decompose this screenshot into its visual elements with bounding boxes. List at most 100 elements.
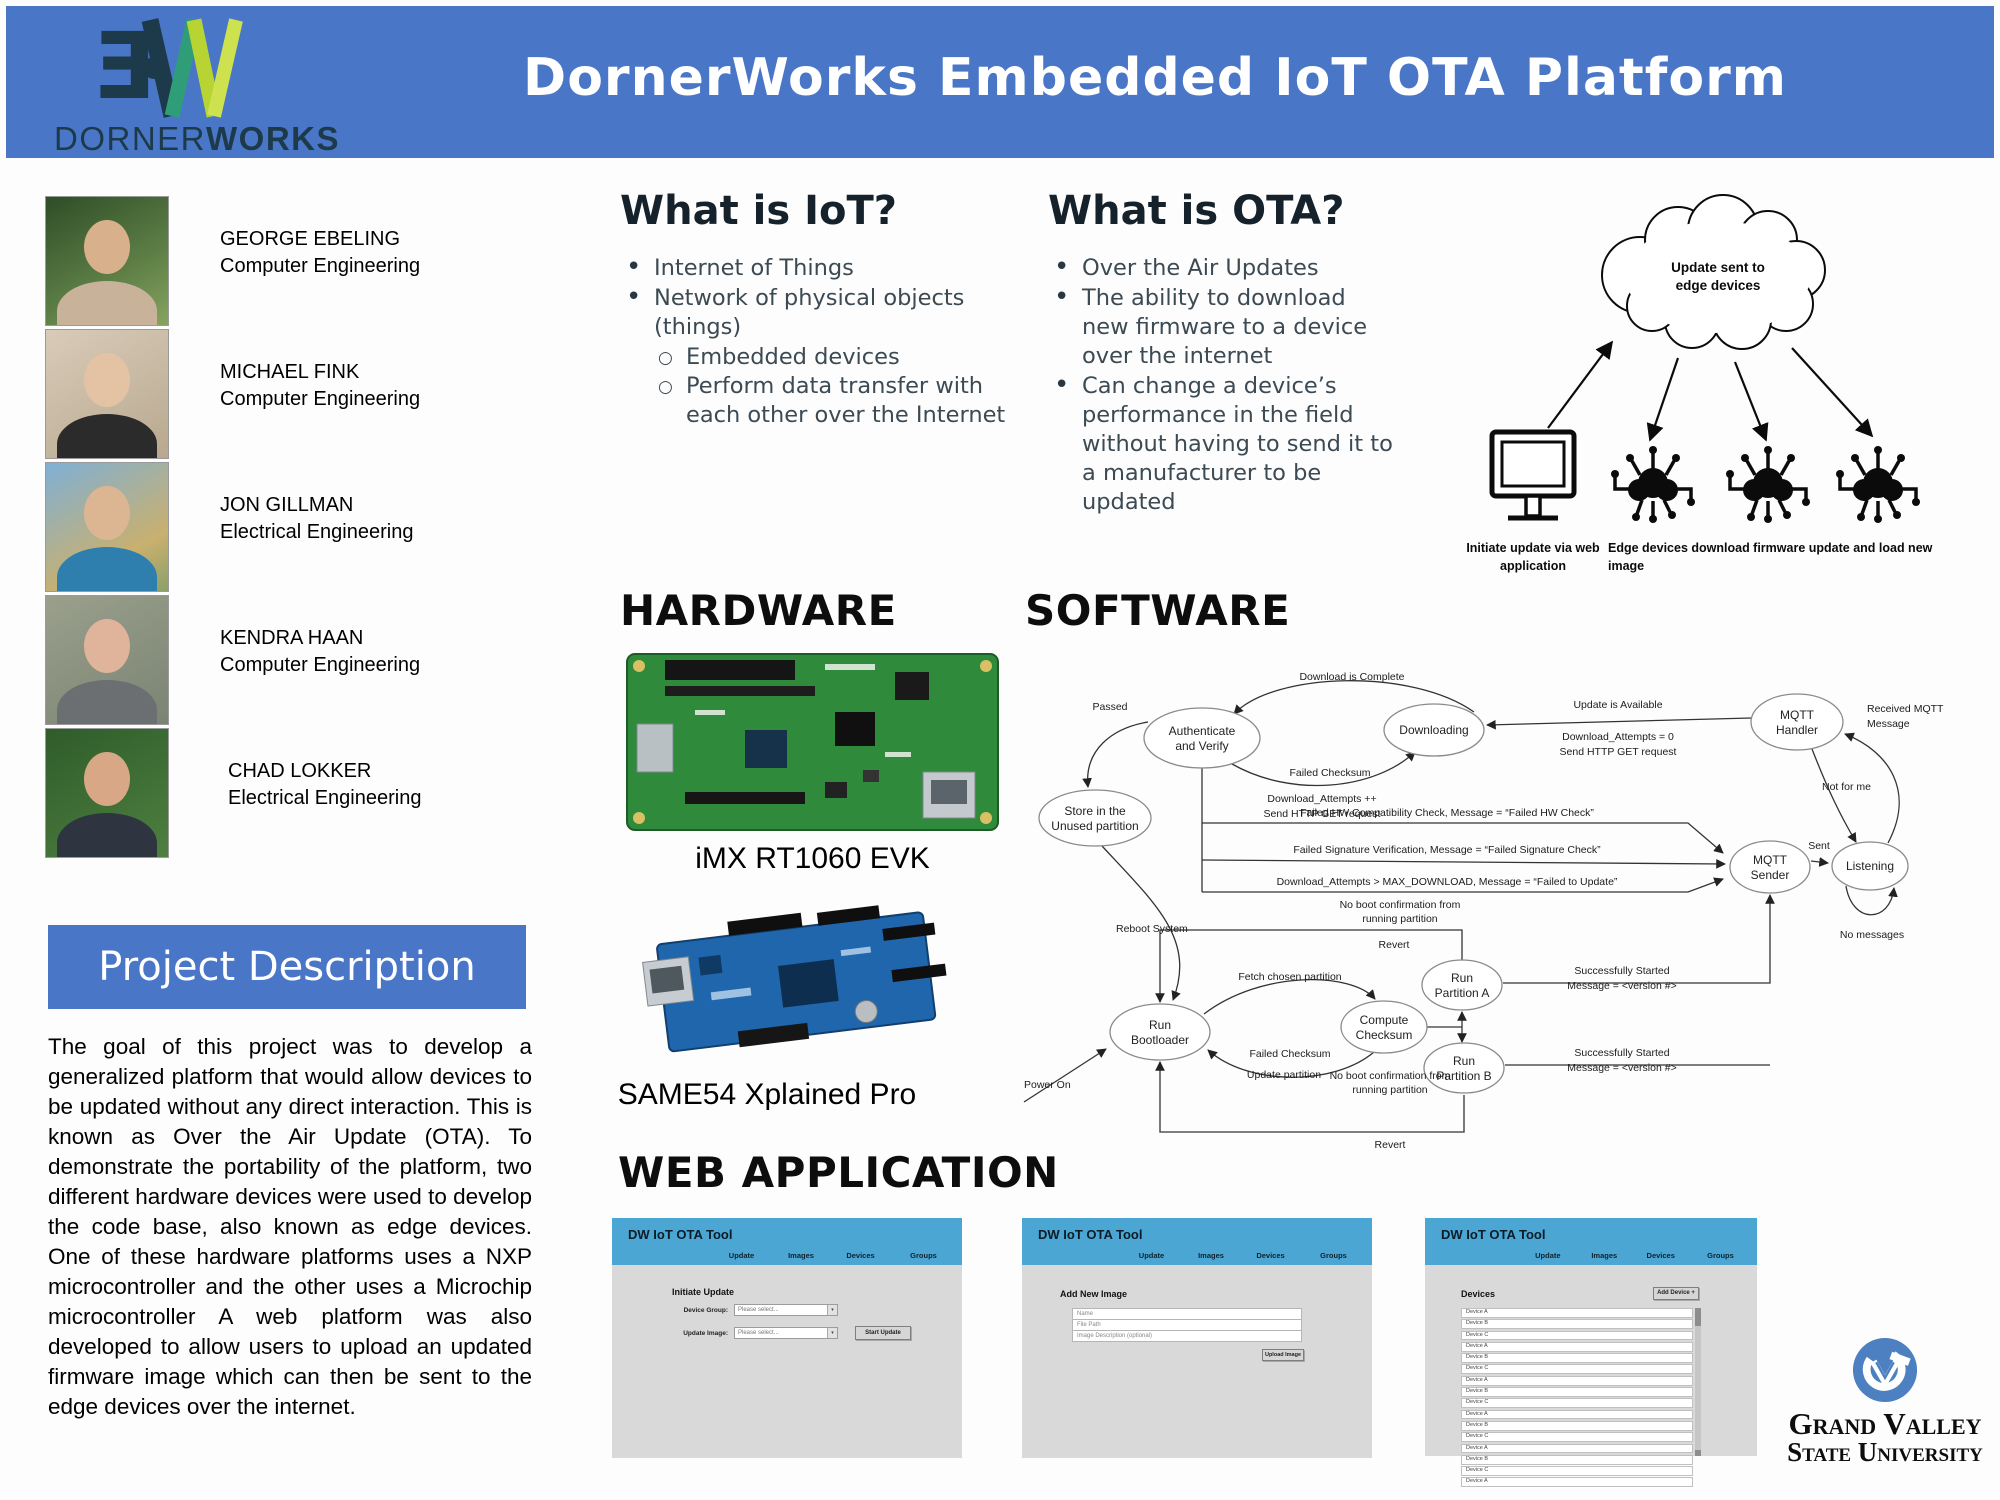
state-label: Checksum — [1356, 1028, 1413, 1042]
edge-failed-signature — [1201, 859, 1726, 869]
device-row: Device B — [1461, 1353, 1693, 1363]
transition-label: No boot confirmation from — [1340, 899, 1461, 911]
transition-label: Sent — [1808, 840, 1830, 852]
webapp-nav: Update Images Devices Groups — [1022, 1251, 1372, 1262]
device-row: Device C — [1461, 1466, 1693, 1476]
transition-label: Failed HW Compatibility Check, Message =… — [1300, 807, 1594, 819]
project-description-body: The goal of this project was to develop … — [48, 1034, 532, 1419]
logo-text-regular: DORNER — [54, 120, 207, 157]
image-description-field: Image Description (optional) — [1072, 1330, 1302, 1342]
dornerworks-logo: Ǝ DORNERWORKS — [54, 8, 354, 158]
team-member-name: CHAD LOKKER — [228, 760, 372, 782]
same54-board-label: SAME54 Xplained Pro — [617, 1078, 917, 1111]
chevron-down-icon: ▾ — [827, 1328, 837, 1338]
select-placeholder: Please select... — [738, 1307, 779, 1313]
team-list: GEORGE EBELING Computer Engineering MICH… — [45, 196, 565, 861]
cloud-icon: Update sent to edge devices — [1601, 194, 1826, 350]
monitor-icon — [1489, 429, 1577, 521]
web-application-title: WEB APPLICATION — [618, 1148, 1059, 1197]
ota-bullet-list: Over the Air Updates The ability to down… — [1048, 253, 1394, 517]
arrow-cloud-to-device1 — [1646, 357, 1680, 442]
dornerworks-logo-text: DORNERWORKS — [54, 120, 340, 158]
transition-label: Successfully Started — [1574, 965, 1669, 977]
transition-label: running partition — [1352, 1084, 1427, 1096]
state-label: Run — [1149, 1018, 1171, 1032]
sub-bullet-item: Perform data transfer with each other ov… — [620, 372, 1044, 430]
gvsu-logo-text: Grand Valley State University — [1778, 1406, 1992, 1466]
transition-label: Power On — [1024, 1079, 1071, 1091]
team-member-major: Computer Engineering — [220, 255, 421, 277]
header-banner: Ǝ DORNERWORKS DornerWorks Embedded IoT O… — [6, 6, 1994, 158]
same54-board-illustration — [642, 905, 947, 1053]
transition-label: Update is Available — [1573, 699, 1662, 711]
nav-groups: Groups — [910, 1251, 937, 1260]
webapp-title: DW IoT OTA Tool — [628, 1227, 733, 1242]
state-label: Partition B — [1436, 1069, 1491, 1083]
update-image-select: Please select... ▾ — [734, 1327, 838, 1339]
transition-label: Failed Signature Verification, Message =… — [1293, 844, 1601, 856]
transition-label: Failed Checksum — [1249, 1048, 1330, 1060]
device-row: Device B — [1461, 1387, 1693, 1397]
device-row: Device A — [1461, 1477, 1693, 1488]
state-label: Bootloader — [1131, 1033, 1189, 1047]
device-row: Device C — [1461, 1330, 1693, 1341]
team-member-name: KENDRA HAAN — [220, 627, 364, 649]
webapp-screenshot-devices: DW IoT OTA Tool Update Images Devices Gr… — [1425, 1218, 1757, 1488]
scrollbar — [1695, 1308, 1701, 1456]
device-row: Device C — [1461, 1432, 1693, 1443]
device-row: Device B — [1461, 1319, 1693, 1330]
state-label: Partition A — [1435, 986, 1490, 1000]
add-new-image-heading: Add New Image — [1060, 1289, 1128, 1299]
gvsu-line1: Grand Valley — [1788, 1406, 1982, 1441]
state-compute-checksum — [1340, 1000, 1428, 1054]
logo-text-bold: WORKS — [206, 120, 341, 157]
poster-title: DornerWorks Embedded IoT OTA Platform — [523, 48, 1787, 108]
nav-update: Update — [1535, 1251, 1561, 1260]
state-listening — [1831, 841, 1909, 891]
section-what-is-iot: What is IoT? Internet of Things Network … — [620, 188, 1044, 430]
nav-images: Images — [1591, 1251, 1618, 1260]
bullet-item: Network of physical objects (things) — [620, 283, 1044, 342]
state-label: Compute — [1360, 1013, 1409, 1027]
nav-groups: Groups — [1707, 1251, 1734, 1260]
transition-label: Download_Attempts = 0 — [1562, 731, 1674, 743]
nav-update: Update — [1138, 1251, 1165, 1260]
team-member: JON GILLMAN Electrical Engineering — [45, 462, 565, 592]
gvsu-logo-icon — [1852, 1337, 1918, 1403]
team-member-major: Computer Engineering — [220, 388, 421, 410]
transition-label: Successfully Started — [1574, 1047, 1669, 1059]
nav-images: Images — [788, 1251, 814, 1260]
team-member: KENDRA HAAN Computer Engineering — [45, 595, 565, 725]
transition-label: Passed — [1092, 701, 1127, 713]
imx-board-label: iMX RT1060 EVK — [695, 842, 930, 875]
bullet-item: Can change a device’s performance in the… — [1048, 371, 1394, 517]
edge-revert-bottom — [1155, 1061, 1465, 1133]
edge-fetch-partition — [1203, 979, 1376, 1015]
edge-failed-hw — [1202, 822, 1724, 854]
edge-success-a — [1503, 894, 1775, 984]
scrollbar-end — [1695, 1450, 1701, 1456]
webapp-header: DW IoT OTA Tool Update Images Devices Gr… — [612, 1218, 962, 1265]
team-photo — [45, 728, 169, 858]
devices-heading: Devices — [1461, 1289, 1496, 1299]
edge-no-messages — [1845, 885, 1898, 916]
edge-failed-checksum-top — [1231, 751, 1416, 787]
webapp-title: DW IoT OTA Tool — [1441, 1227, 1546, 1242]
webapp-screenshot-images: DW IoT OTA Tool Update Images Devices Gr… — [1022, 1218, 1372, 1458]
transition-label: Revert — [1379, 939, 1410, 951]
team-member-info: JON GILLMAN Electrical Engineering — [220, 492, 413, 546]
team-member-name: JON GILLMAN — [220, 494, 354, 516]
sub-bullet-item: Embedded devices — [620, 343, 1044, 373]
cloud-label-line2: edge devices — [1676, 278, 1761, 293]
transition-label: Send HTTP GET request — [1560, 746, 1677, 758]
transition-label: Message — [1867, 718, 1910, 730]
transition-label: Failed Checksum — [1289, 767, 1370, 779]
state-nodes — [1038, 693, 1909, 1094]
device-row: Device B — [1461, 1420, 1693, 1431]
nav-devices: Devices — [1646, 1251, 1675, 1260]
state-label: Run — [1451, 971, 1473, 985]
team-photo — [45, 196, 169, 326]
name-placeholder: Name — [1077, 1311, 1094, 1317]
state-run-partition-b — [1423, 1042, 1505, 1094]
image-description-placeholder: Image Description (optional) — [1077, 1333, 1153, 1339]
